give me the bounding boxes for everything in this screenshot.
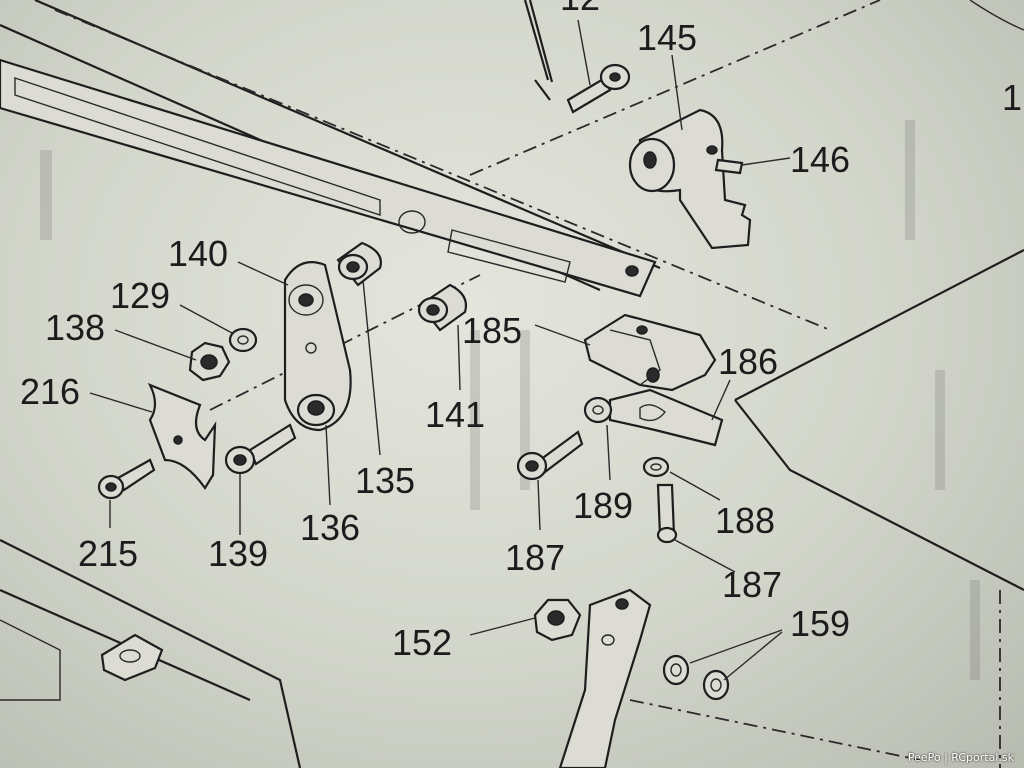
set-screw-146 (714, 158, 744, 175)
label-152: 152 (392, 622, 452, 663)
label-145: 145 (637, 17, 697, 58)
part-labels: 12 145 146 1 140 129 138 216 185 186 141… (20, 0, 1022, 663)
lower-lever (558, 588, 652, 768)
centerline-pivot (209, 274, 481, 411)
screw-139 (224, 423, 297, 475)
nut-138 (188, 341, 231, 382)
link-plate (283, 261, 352, 432)
screw-187-right (656, 483, 678, 544)
label-partial-top: 12 (560, 0, 600, 18)
washers-159 (662, 654, 730, 701)
label-146: 146 (790, 139, 850, 180)
label-185: 185 (462, 310, 522, 351)
label-187-left: 187 (505, 537, 565, 578)
bracket-186 (608, 388, 724, 447)
frame-outline-right (734, 249, 1024, 591)
base-block-slot (0, 619, 61, 701)
photo-credit: PeePo | RCportal.sk (907, 751, 1014, 764)
label-partial-right: 1 (1002, 77, 1022, 118)
screw-187-left (516, 430, 584, 481)
nut-152 (533, 598, 582, 642)
label-188: 188 (715, 500, 775, 541)
spacer-141 (417, 283, 468, 332)
label-141: 141 (425, 394, 485, 435)
label-135: 135 (355, 460, 415, 501)
label-187-right: 187 (722, 564, 782, 605)
label-159: 159 (790, 603, 850, 644)
label-139: 139 (208, 533, 268, 574)
label-138: 138 (45, 307, 105, 348)
spacer-135 (336, 241, 382, 287)
square-nut (100, 633, 164, 682)
label-136: 136 (300, 507, 360, 548)
leader-lines (89, 19, 791, 681)
centerline-lower (629, 699, 921, 761)
label-189: 189 (573, 485, 633, 526)
plate-216 (147, 382, 217, 490)
block-185 (583, 313, 717, 392)
washer-129 (228, 327, 258, 353)
clamp-145 (628, 108, 752, 250)
label-215: 215 (78, 533, 138, 574)
washer-189 (583, 396, 613, 424)
frame-edge-far-right (969, 0, 1024, 31)
washer-188 (642, 456, 670, 478)
paper-texture (40, 120, 980, 680)
centerline-upper (54, 9, 831, 331)
label-140: 140 (168, 233, 228, 274)
spring-top (523, 0, 554, 101)
bolt-top (566, 63, 631, 114)
label-216: 216 (20, 371, 80, 412)
label-129: 129 (110, 275, 170, 316)
label-186: 186 (718, 341, 778, 382)
screw-215 (97, 458, 156, 500)
long-arm (0, 58, 657, 298)
